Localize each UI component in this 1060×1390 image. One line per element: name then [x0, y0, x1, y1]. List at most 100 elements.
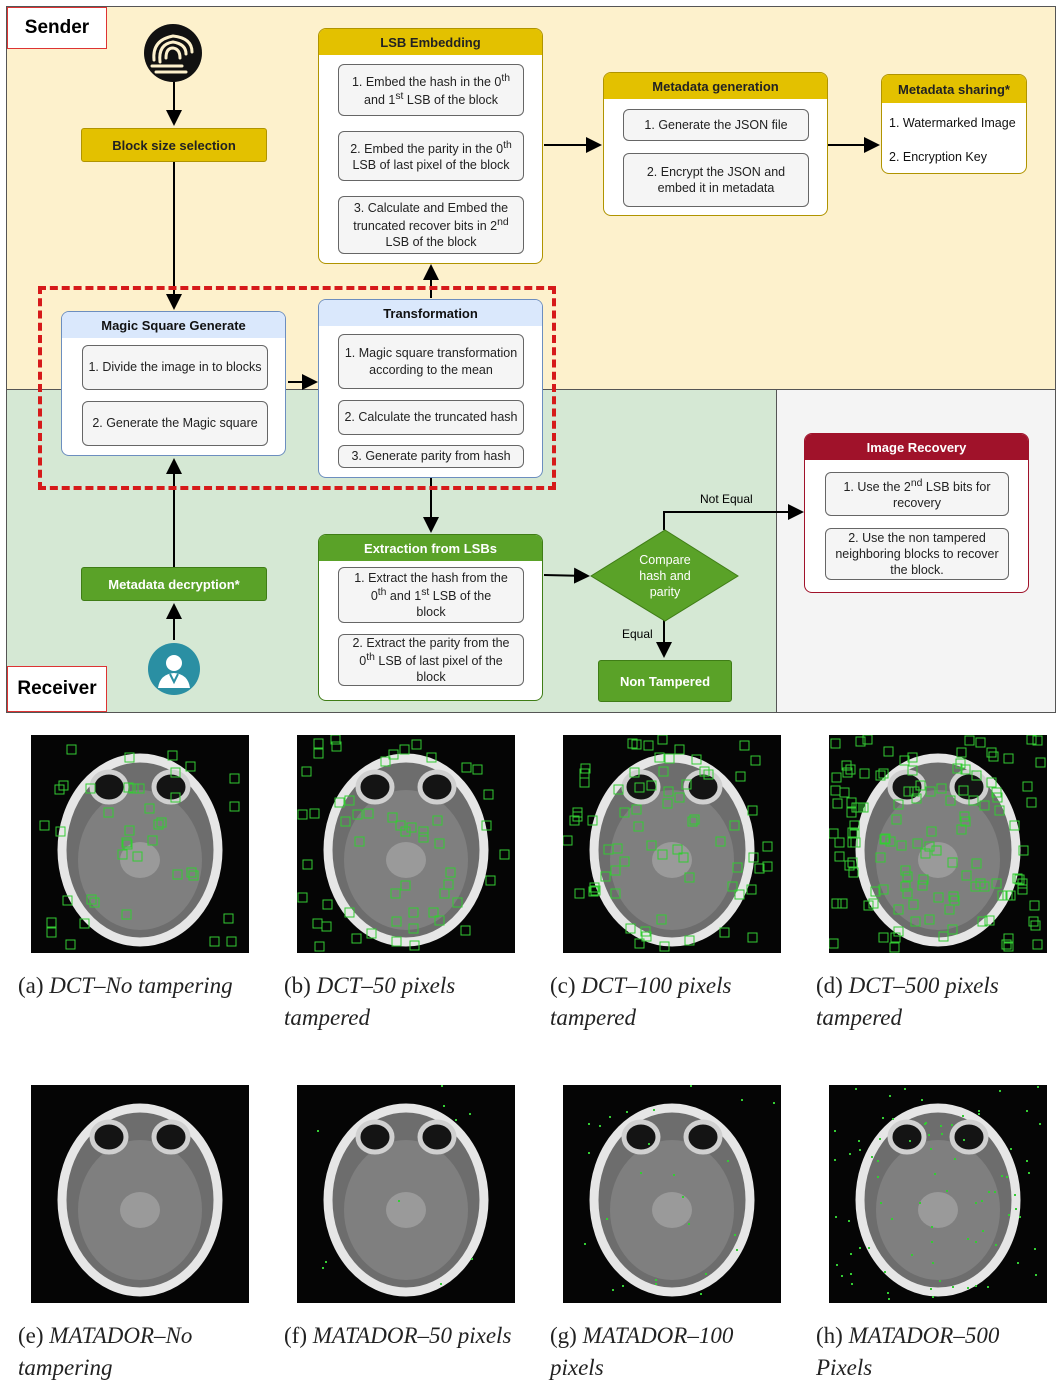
- tamper-mark: [321, 921, 332, 932]
- tamper-mark: [443, 879, 454, 890]
- extract-item-1: 1. Extract the hash from the 0th and 1st…: [338, 567, 524, 623]
- tamper-mark: [684, 872, 695, 883]
- receiver-label: Receiver: [17, 678, 97, 699]
- tamper-mark: [1039, 1123, 1041, 1125]
- tamper-mark: [121, 837, 132, 848]
- tamper-mark: [672, 844, 683, 855]
- tamper-mark: [734, 1234, 736, 1236]
- tamper-mark: [589, 882, 600, 893]
- tamper-mark: [981, 1200, 983, 1202]
- sender-label: Sender: [24, 17, 90, 38]
- tamper-mark: [982, 1230, 984, 1232]
- tamper-mark: [930, 1288, 932, 1290]
- tamper-mark: [452, 897, 463, 908]
- tamper-mark: [962, 1115, 964, 1117]
- tamper-mark: [971, 858, 982, 869]
- tamper-mark: [859, 1247, 861, 1249]
- tamper-mark: [590, 885, 601, 896]
- tamper-mark: [471, 1258, 473, 1260]
- tamper-mark: [946, 1190, 948, 1192]
- tamper-mark: [387, 812, 398, 823]
- tamper-mark: [134, 783, 145, 794]
- recovery-item-2: 2. Use the non tampered neighboring bloc…: [825, 528, 1009, 580]
- magic-item-1: 1. Divide the image in to blocks: [82, 345, 268, 390]
- tamper-mark: [170, 767, 181, 778]
- tamper-mark: [663, 786, 674, 797]
- tamper-mark: [912, 838, 923, 849]
- tamper-mark: [948, 891, 959, 902]
- tamper-mark: [185, 761, 196, 772]
- tamper-mark: [1008, 1214, 1010, 1216]
- tamper-mark: [848, 867, 859, 878]
- fingerprint-icon: [144, 24, 202, 82]
- tamper-mark: [325, 1261, 327, 1263]
- tamper-mark: [938, 931, 949, 942]
- tamper-mark: [121, 909, 132, 920]
- tamper-mark: [900, 881, 911, 892]
- lsb-embedding-card: LSB Embedding 1. Embed the hash in the 0…: [318, 28, 543, 264]
- tamper-mark: [910, 916, 921, 927]
- tamper-mark: [681, 779, 692, 790]
- transform-item-1: 1. Magic square transformation according…: [338, 334, 524, 389]
- tamper-mark: [483, 789, 494, 800]
- tamper-mark: [631, 739, 642, 750]
- tamper-mark: [831, 898, 842, 909]
- tamper-mark: [956, 747, 967, 758]
- tamper-mark: [871, 1156, 873, 1158]
- tamper-mark: [762, 861, 773, 872]
- tamper-mark: [445, 867, 456, 878]
- tamper-mark: [461, 762, 472, 773]
- tamper-mark: [952, 1286, 954, 1288]
- tamper-mark: [409, 940, 420, 951]
- tamper-mark: [588, 1123, 590, 1125]
- tamper-mark: [835, 1216, 837, 1218]
- caption-a: (a) DCT–No tampering: [18, 973, 233, 998]
- tamper-mark: [563, 835, 573, 846]
- tamper-mark: [890, 932, 901, 943]
- extraction-card: Extraction from LSBs 1. Extract the hash…: [318, 534, 543, 701]
- tamper-mark: [967, 1238, 969, 1240]
- result-image-a: [31, 735, 249, 953]
- tamper-mark: [400, 826, 411, 837]
- tamper-mark: [334, 797, 345, 808]
- tamper-mark: [418, 826, 429, 837]
- tamper-mark: [610, 888, 621, 899]
- tamper-mark: [434, 838, 445, 849]
- tamper-mark: [931, 1241, 933, 1243]
- tamper-mark: [443, 1105, 445, 1107]
- tamper-mark: [1010, 1148, 1012, 1150]
- tamper-mark: [964, 735, 975, 746]
- tamper-mark: [911, 1254, 913, 1256]
- tamper-mark: [979, 800, 990, 811]
- result-image-c: [563, 735, 781, 953]
- tamper-mark: [351, 933, 362, 944]
- tamper-mark: [963, 1139, 965, 1141]
- tamper-mark: [662, 798, 673, 809]
- tamper-mark: [153, 819, 164, 830]
- tamper-mark: [917, 880, 928, 891]
- tamper-mark: [939, 1280, 941, 1282]
- tamper-mark: [855, 736, 866, 747]
- tamper-mark: [879, 834, 890, 845]
- tamper-mark: [655, 1283, 657, 1285]
- tamper-mark: [634, 938, 645, 949]
- tamper-mark: [855, 802, 866, 813]
- tamper-mark: [344, 907, 355, 918]
- tamper-mark: [960, 816, 971, 827]
- metadata-decryption-label: Metadata decryption*: [108, 576, 240, 592]
- tamper-mark: [875, 852, 886, 863]
- tamper-mark: [877, 1176, 879, 1178]
- tamper-mark: [331, 741, 342, 752]
- tamper-mark: [441, 1085, 443, 1087]
- tamper-mark: [391, 916, 402, 927]
- lsb-item-1: 1. Embed the hash in the 0th and 1st LSB…: [338, 64, 524, 116]
- equal-label: Equal: [622, 627, 653, 641]
- compare-line-3: parity: [650, 585, 681, 599]
- caption-g: (g) MATADOR–100 pixels: [550, 1323, 734, 1380]
- tamper-mark: [209, 936, 220, 947]
- tamper-mark: [640, 1172, 642, 1174]
- tamper-mark: [893, 926, 904, 937]
- tamper-mark: [690, 1085, 692, 1087]
- tamper-mark: [858, 1140, 860, 1142]
- tamper-mark: [1035, 1274, 1037, 1276]
